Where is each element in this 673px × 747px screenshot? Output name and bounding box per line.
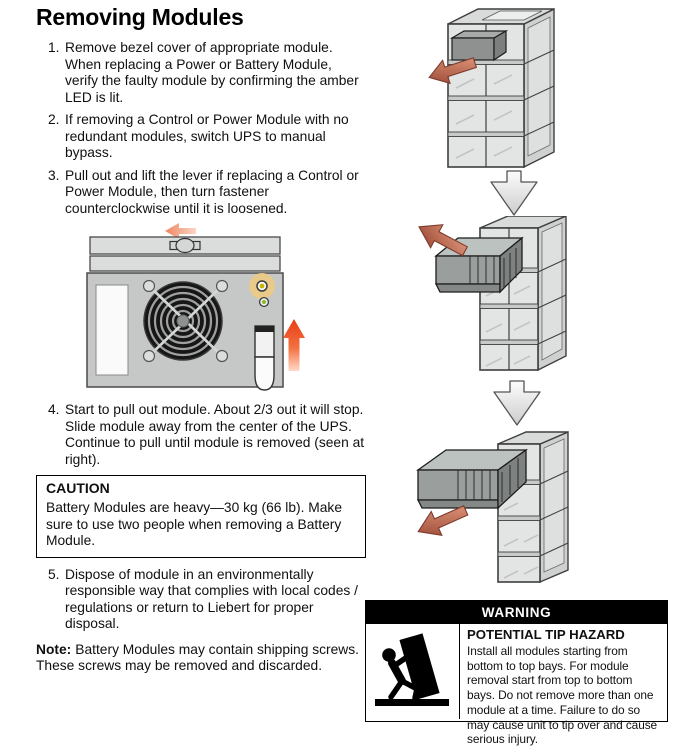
- step-number: 2.: [48, 112, 60, 127]
- left-column: Removing Modules 1. Remove bezel cover o…: [36, 4, 366, 675]
- down-arrow-icon: [490, 170, 538, 216]
- amber-led-icon: [256, 280, 268, 292]
- step-text: If removing a Control or Power Module wi…: [65, 112, 349, 160]
- page-title: Removing Modules: [36, 4, 244, 30]
- step-number: 4.: [48, 402, 60, 417]
- sequence-down-arrow-1: [490, 170, 538, 216]
- tip-hazard-pictogram: [374, 632, 449, 706]
- warning-box: WARNING POTENTIAL TIP HAZARD: [365, 600, 668, 746]
- module-label: [95, 284, 129, 376]
- cooling-fan-icon: [143, 281, 223, 361]
- release-lever-icon: [254, 325, 275, 391]
- step-text: Start to pull out module. About 2/3 out …: [65, 402, 365, 467]
- warning-body: POTENTIAL TIP HAZARD Install all modules…: [366, 624, 667, 746]
- note-label: Note:: [36, 641, 72, 657]
- step-item-3: 3. Pull out and lift the lever if replac…: [48, 168, 366, 218]
- step-item-4: 4. Start to pull out module. About 2/3 o…: [48, 402, 366, 468]
- removal-figure-3: [415, 430, 569, 584]
- down-arrow-icon: [493, 380, 541, 426]
- step-text: Dispose of module in an environmentally …: [65, 566, 358, 632]
- manual-page: Removing Modules 1. Remove bezel cover o…: [36, 4, 668, 746]
- pull-up-arrow-icon: [283, 319, 305, 371]
- warning-title: POTENTIAL TIP HAZARD: [467, 627, 625, 642]
- note-text: Battery Modules may contain shipping scr…: [36, 641, 359, 674]
- module-front-figure: [86, 223, 305, 391]
- caution-title: CAUTION: [46, 480, 110, 496]
- removal-figure-1: [428, 7, 555, 169]
- removal-arrow-icon: [428, 57, 478, 85]
- removal-arrow-icon: [417, 505, 469, 537]
- tip-hazard-icon: [366, 624, 460, 719]
- step-number: 3.: [48, 167, 60, 183]
- step-number: 1.: [48, 40, 60, 55]
- module-top-bar-2: [89, 255, 281, 272]
- steps-list-continued: 5. Dispose of module in an environmental…: [36, 567, 366, 633]
- warning-header: WARNING: [366, 601, 667, 624]
- warning-text: Install all modules starting from bottom…: [467, 644, 658, 747]
- removal-figure-2: [418, 216, 567, 372]
- step-text: Pull out and lift the lever if replacing…: [65, 167, 359, 216]
- steps-list: 1. Remove bezel cover of appropriate mod…: [36, 40, 366, 468]
- step-number: 5.: [48, 566, 60, 582]
- step-item-1: 1. Remove bezel cover of appropriate mod…: [48, 40, 366, 106]
- fan-screws: [142, 279, 229, 363]
- fastener-icon: [169, 237, 201, 254]
- warning-text-cell: POTENTIAL TIP HAZARD Install all modules…: [460, 624, 667, 746]
- sequence-down-arrow-2: [493, 380, 541, 426]
- removal-arrow-icon: [418, 224, 469, 257]
- module-box: [415, 448, 529, 510]
- step-item-2: 2. If removing a Control or Power Module…: [48, 112, 366, 162]
- caution-box: CAUTION Battery Modules are heavy—30 kg …: [36, 475, 366, 558]
- step-text: Remove bezel cover of appropriate module…: [65, 40, 359, 105]
- note: Note:Battery Modules may contain shippin…: [36, 642, 366, 675]
- step-item-5: 5. Dispose of module in an environmental…: [48, 567, 366, 633]
- caution-text: Battery Modules are heavy—30 kg (66 lb).…: [46, 500, 343, 548]
- green-led-icon: [258, 296, 270, 308]
- slide-left-arrow-icon: [165, 223, 196, 239]
- module-box: [449, 29, 509, 62]
